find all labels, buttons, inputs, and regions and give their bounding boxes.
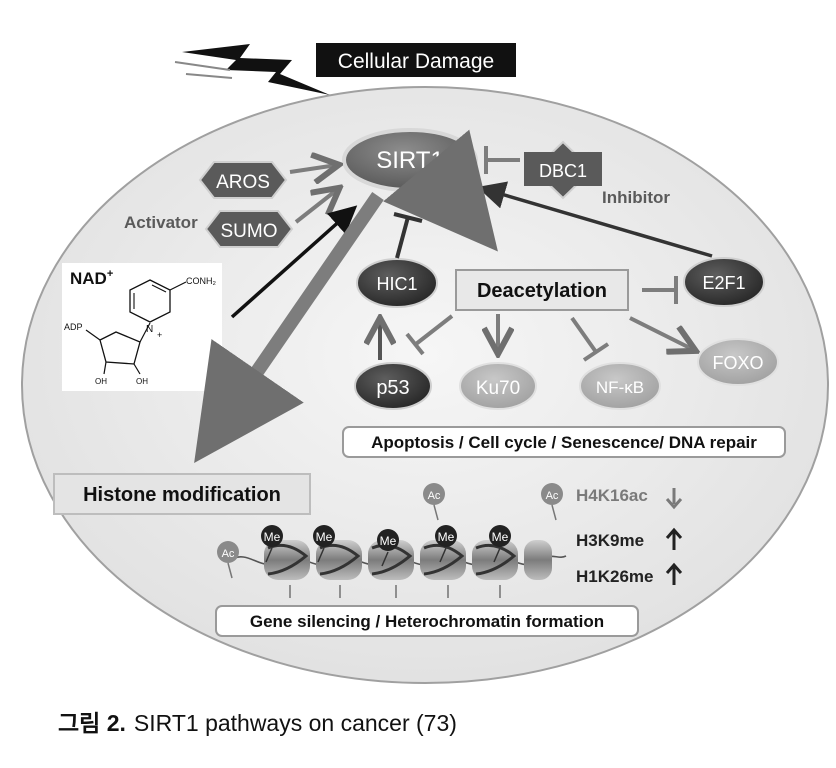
figure-caption: 그림 2. SIRT1 pathways on cancer (73) bbox=[58, 704, 457, 738]
sirt1-node: SIRT1 bbox=[342, 128, 478, 192]
histone-modification-box: Histone modification bbox=[53, 473, 311, 515]
sirt1-label: SIRT1 bbox=[376, 147, 444, 174]
me-tag: Me bbox=[435, 525, 457, 563]
aros-node: AROS bbox=[198, 161, 288, 199]
e2f1-label: E2F1 bbox=[702, 273, 745, 293]
nucleosome bbox=[420, 540, 466, 580]
me-tag: Me bbox=[489, 525, 511, 563]
svg-text:Me: Me bbox=[380, 534, 397, 548]
ku70-node: Ku70 bbox=[459, 362, 537, 410]
figure-caption-text: SIRT1 pathways on cancer (73) bbox=[133, 710, 457, 736]
hic1-inhibits-sirt1 bbox=[393, 212, 423, 259]
deacetylation-label: Deacetylation bbox=[477, 280, 607, 302]
sirt1-to-deacetylation-arrow bbox=[383, 129, 498, 252]
hic1-label: HIC1 bbox=[376, 274, 417, 294]
apoptosis-outcome-label: Apoptosis / Cell cycle / Senescence/ DNA… bbox=[371, 433, 757, 452]
nad-oh-left-label: OH bbox=[95, 377, 107, 386]
ac-tag: Ac bbox=[217, 541, 239, 579]
deacetylation-to-foxo-arrow bbox=[629, 316, 694, 350]
nfkb-node: NF-κB bbox=[579, 362, 661, 410]
deacetylation-inhibits-e2f1 bbox=[642, 276, 678, 304]
aros-to-sirt1-arrow bbox=[289, 165, 337, 172]
nad-n-charge-label: + bbox=[157, 330, 162, 340]
svg-text:Me: Me bbox=[264, 530, 281, 544]
me-tag: Me bbox=[313, 525, 335, 563]
cellular-damage-label: Cellular Damage bbox=[338, 50, 494, 73]
cellular-damage-box: Cellular Damage bbox=[316, 43, 516, 77]
deacetylation-box: Deacetylation bbox=[455, 269, 629, 311]
sumo-label: SUMO bbox=[221, 221, 278, 242]
e2f1-to-sirt1-arrow bbox=[477, 181, 713, 258]
h4k16ac-label: H4K16ac bbox=[576, 486, 648, 505]
sirt1-pathway-diagram: Cellular Damage SIRT1 AROS SUMO Activato… bbox=[21, 43, 829, 684]
figure-number: 그림 2. bbox=[58, 710, 126, 736]
up-arrow-icon bbox=[665, 527, 683, 550]
foxo-node: FOXO bbox=[697, 338, 779, 386]
nad-oh-right-label: OH bbox=[136, 377, 148, 386]
nucleosome bbox=[316, 540, 362, 580]
dbc1-label: DBC1 bbox=[539, 161, 587, 181]
dbc1-node: DBC1 bbox=[524, 140, 602, 200]
aros-label: AROS bbox=[216, 172, 270, 193]
ac-tag: Ac bbox=[423, 483, 445, 521]
ac-tag: Ac bbox=[541, 483, 563, 521]
histone-modification-label: Histone modification bbox=[83, 484, 281, 506]
deacetylation-inhibits-nfkb bbox=[570, 316, 610, 362]
sumo-to-sirt1-arrow bbox=[294, 189, 338, 224]
lightning-bolt-icon bbox=[174, 44, 330, 95]
p53-node: p53 bbox=[354, 362, 432, 410]
nucleosome bbox=[264, 540, 310, 580]
svg-text:Me: Me bbox=[492, 530, 509, 544]
svg-text:Ac: Ac bbox=[428, 490, 441, 502]
sirt1-to-histone-arrow bbox=[194, 192, 384, 464]
down-arrow-icon bbox=[665, 488, 683, 510]
nfkb-label: NF-κB bbox=[596, 378, 644, 397]
h3k9me-label: H3K9me bbox=[576, 531, 644, 550]
foxo-label: FOXO bbox=[712, 353, 763, 373]
sumo-node: SUMO bbox=[204, 210, 294, 248]
me-tag: Me bbox=[261, 525, 283, 563]
svg-text:Me: Me bbox=[438, 530, 455, 544]
nad-n-label: N bbox=[146, 324, 153, 335]
inhibitor-label: Inhibitor bbox=[602, 188, 670, 207]
deacetylation-inhibits-p53 bbox=[405, 314, 454, 356]
nad-to-sirt1-arrow bbox=[230, 205, 358, 319]
up-arrow-icon bbox=[665, 562, 683, 585]
nad-label: NAD+ bbox=[70, 268, 113, 288]
gene-silencing-outcome-label: Gene silencing / Heterochromatin formati… bbox=[250, 612, 604, 631]
h1k26me-label: H1K26me bbox=[576, 567, 654, 586]
activator-label: Activator bbox=[124, 213, 198, 232]
gene-silencing-outcome-box: Gene silencing / Heterochromatin formati… bbox=[215, 605, 639, 637]
svg-text:Me: Me bbox=[316, 530, 333, 544]
nucleosome-chain bbox=[229, 540, 567, 598]
e2f1-node: E2F1 bbox=[683, 257, 765, 307]
apoptosis-outcome-box: Apoptosis / Cell cycle / Senescence/ DNA… bbox=[342, 426, 786, 458]
nad-adp-label: ADP bbox=[64, 322, 83, 332]
me-tag: Me bbox=[377, 529, 399, 567]
nucleosome bbox=[524, 540, 552, 580]
nad-structure: NAD+ CONH₂ N + ADP OH OH bbox=[62, 263, 222, 391]
ku70-label: Ku70 bbox=[476, 378, 520, 399]
svg-text:Ac: Ac bbox=[546, 490, 559, 502]
p53-label: p53 bbox=[376, 377, 409, 399]
hic1-node: HIC1 bbox=[356, 258, 438, 308]
svg-text:Ac: Ac bbox=[222, 548, 235, 560]
nad-conh2-label: CONH₂ bbox=[186, 276, 216, 286]
